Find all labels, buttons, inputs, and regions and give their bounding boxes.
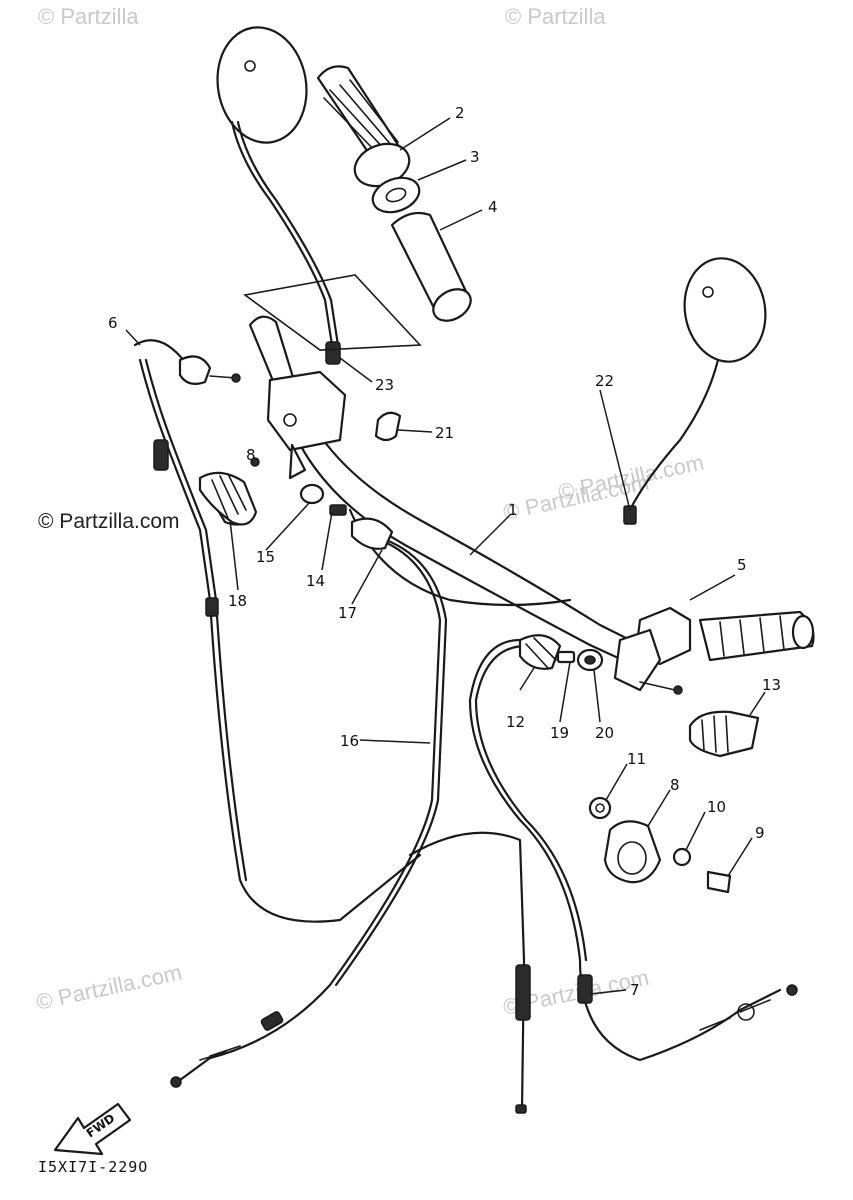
callout-8: 8 [670,776,680,794]
left-switch-bracket [250,370,347,480]
diagram-code: I5XI7I-229O [38,1158,148,1176]
right-grip-5 [613,606,815,695]
cable-7 [468,638,798,1062]
callout-10: 10 [707,798,726,816]
part-18-boot [198,471,258,526]
nuts-14-15 [299,483,347,516]
part-13-switch [688,710,760,758]
callout-3: 3 [470,148,480,166]
callout-5: 5 [737,556,747,574]
explode-box [243,274,422,351]
clamp-8-9-10-11 [588,796,732,894]
callout-4: 4 [488,198,498,216]
right-mirror-22 [623,257,767,525]
callout-1: 1 [508,501,518,519]
fwd-arrow: FWD [53,1102,132,1156]
callout-8-bolt: 8 [246,446,256,464]
left-grip-assembly [316,65,472,322]
callout-9: 9 [755,824,765,842]
adjuster-12-19-20 [518,634,604,672]
callout-14: 14 [306,572,325,590]
callout-23: 23 [375,376,394,394]
callout-19: 19 [550,724,569,742]
callout-18: 18 [228,592,247,610]
watermark-top-center: © Partzilla [505,4,606,29]
callout-20: 20 [595,724,614,742]
callout-6: 6 [108,314,118,332]
callout-12: 12 [506,713,525,731]
callout-11: 11 [627,750,646,768]
callout-16: 16 [340,732,359,750]
watermark-top-left: © Partzilla [38,4,139,29]
callout-17: 17 [338,604,357,622]
watermark-bottom-left: © Partzilla.com [34,960,184,1015]
callout-22: 22 [595,372,614,390]
throttle-cable-16 [170,517,531,1114]
callout-15: 15 [256,548,275,566]
part-21-cap [374,411,402,442]
callout-2: 2 [455,104,465,122]
left-mirror [216,26,341,365]
callout-7: 7 [630,981,640,999]
watermark-left: © Partzilla.com [38,510,180,533]
leader-lines [125,117,766,995]
callout-13: 13 [762,676,781,694]
callouts: 1 2 3 4 5 6 7 8 8 9 10 11 12 13 14 15 16… [108,104,781,999]
callout-21: 21 [435,424,454,442]
